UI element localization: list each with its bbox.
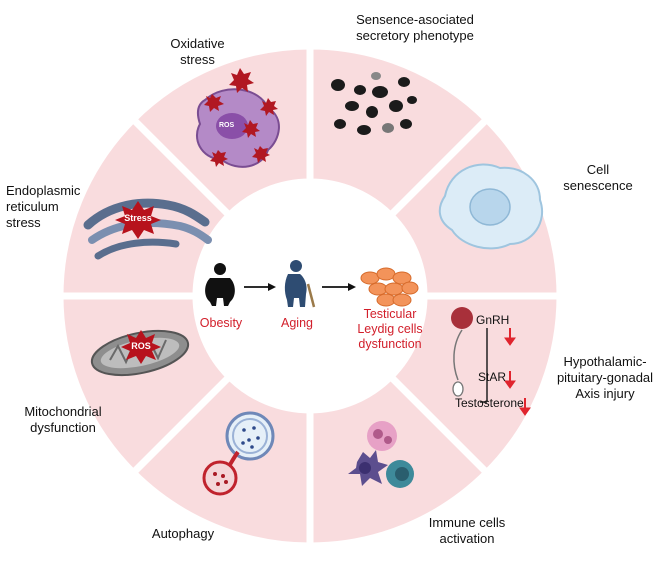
er-stress-icon (83, 198, 212, 260)
label-oxidative-stress: Oxidative stress (170, 36, 225, 67)
star-label: StAR (478, 370, 507, 384)
mito-ros-badge: ROS (131, 341, 151, 351)
label-mito: Mitochondrial dysfunction (24, 404, 102, 435)
obese-person-icon (205, 263, 235, 306)
leydig-cells-icon (360, 267, 419, 307)
label-immune: Immune cells activation (428, 515, 506, 546)
aging-person-icon (284, 260, 316, 308)
autophagosome-icon (202, 411, 275, 496)
er-stress-badge: Stress (124, 213, 152, 223)
center-obesity-label: Obesity (199, 316, 243, 330)
center-aging-label: Aging (281, 316, 313, 330)
immune-cells-icon (348, 421, 414, 488)
label-sasp: Sensence-asociated secretory phenotype (356, 12, 474, 43)
sasp-particles-icon (331, 72, 417, 135)
hpg-axis-icon (451, 307, 488, 403)
label-cell-senescence: Cell senescence (563, 162, 633, 193)
label-hpg-axis: Hypothalamic- pituitary-gonadal Axis inj… (556, 354, 654, 401)
senescent-cell-icon (438, 163, 543, 250)
testosterone-label: Testosterone (455, 396, 524, 410)
label-er-stress: Endoplasmic reticulum stress (6, 183, 81, 230)
gnrh-label: GnRH (476, 313, 510, 327)
oxidative-stress-cell-icon (195, 68, 280, 168)
down-arrows (504, 328, 531, 416)
arrow-aging-leydig (322, 283, 356, 291)
label-autophagy: Autophagy (151, 526, 215, 541)
ros-small-text: ROS (219, 122, 235, 129)
center-outcome-label: Testicular Leydig cells dysfunction (357, 307, 423, 351)
arrow-obesity-aging (244, 283, 276, 291)
mitochondria-icon (90, 329, 190, 377)
